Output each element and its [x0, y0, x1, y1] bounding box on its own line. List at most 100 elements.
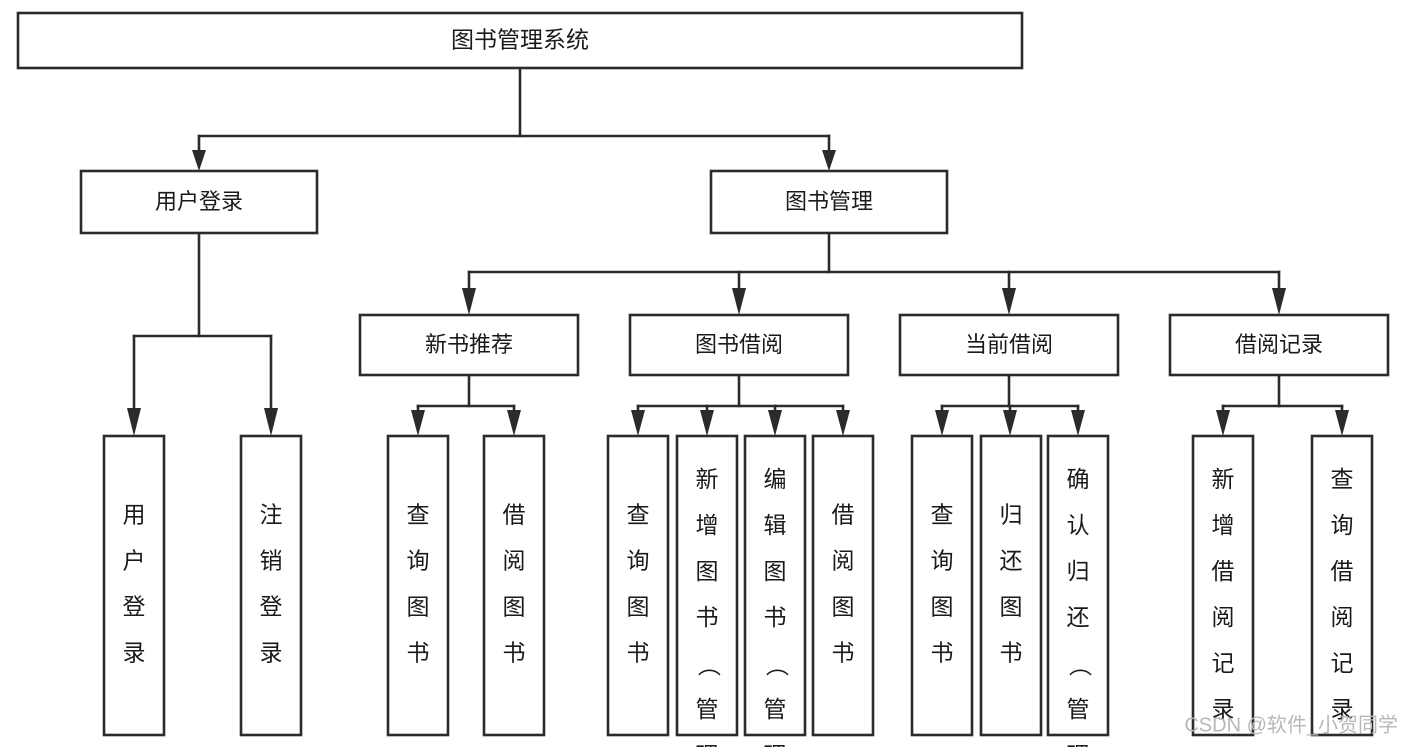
arrow-head-leaf-edit-book	[768, 410, 782, 436]
leaf-node-user-login-0[interactable]: 用户登录	[102, 434, 166, 737]
leaf-node-confirm-return-admin-box[interactable]	[1046, 434, 1110, 737]
arrow-head-borrow-record	[1272, 288, 1286, 315]
node-new-book-recommend-box[interactable]	[358, 313, 580, 377]
leaf-label-char: （	[696, 654, 722, 677]
leaf-label-char: 录	[1212, 696, 1235, 722]
leaf-label-char: 书	[407, 640, 430, 666]
leaf-label-char: 阅	[503, 548, 526, 574]
node-new-book-recommend[interactable]: 新书推荐	[358, 313, 580, 377]
leaf-label-char: 新	[1212, 466, 1235, 492]
node-book-borrow-box[interactable]	[628, 313, 850, 377]
leaf-node-borrow-book-box[interactable]	[482, 434, 546, 737]
leaf-node-query-book-box[interactable]	[386, 434, 450, 737]
leaf-label-char: 借	[1331, 558, 1354, 584]
node-borrow-record[interactable]: 借阅记录	[1168, 313, 1390, 377]
leaf-label-char: 查	[627, 502, 650, 528]
leaf-node-add-book-admin-box[interactable]	[675, 434, 739, 737]
leaf-node-query-book-box[interactable]	[910, 434, 974, 737]
arrow-head-leaf-query-book-1	[411, 410, 425, 436]
node-user-login[interactable]: 用户登录	[79, 169, 319, 235]
leaf-label-char: 录	[260, 640, 283, 666]
leaf-label-char: 户	[123, 548, 146, 574]
leaf-node-return-book-box[interactable]	[979, 434, 1043, 737]
leaf-label-char: 理	[1067, 742, 1090, 747]
arrow-head-leaf-borrow-book-1	[507, 410, 521, 436]
leaf-label-char: （	[764, 654, 790, 677]
leaf-label-char: 阅	[832, 548, 855, 574]
leaf-label-char: 询	[627, 548, 650, 574]
arrow-head-leaf-query-book-2	[631, 410, 645, 436]
node-label-user-login: 用户登录	[155, 189, 243, 214]
leaf-label-char: 注	[260, 502, 283, 528]
csdn-watermark: CSDN @软件_小贺同学	[1184, 713, 1398, 736]
leaf-label-char: 图	[627, 594, 650, 620]
node-book-borrow[interactable]: 图书借阅	[628, 313, 850, 377]
arrow-head-borrow-book	[732, 288, 746, 315]
leaf-node-add-borrow-record-box[interactable]	[1191, 434, 1255, 737]
node-library-management-system[interactable]: 图书管理系统	[16, 11, 1024, 70]
leaf-label-char: 认	[1067, 512, 1090, 538]
leaf-label-char: 理	[764, 742, 787, 747]
node-borrow-record-box[interactable]	[1168, 313, 1390, 377]
node-book-management[interactable]: 图书管理	[709, 169, 949, 235]
arrow-head-leaf-add-book	[700, 410, 714, 436]
leaf-label-char: 图	[764, 558, 787, 584]
arrow-head-leaf-query-book-3	[935, 410, 949, 436]
leaf-label-char: 还	[1067, 604, 1090, 630]
leaf-label-char: 书	[503, 640, 526, 666]
node-current-borrow-box[interactable]	[898, 313, 1120, 377]
arrow-head-leaf-user-login	[127, 408, 141, 436]
arrow-head-leaf-confirm-return	[1071, 410, 1085, 436]
leaf-label-user-login: 用户登录	[123, 502, 146, 666]
leaf-label-char: 阅	[1212, 604, 1235, 630]
node-current-borrow[interactable]: 当前借阅	[898, 313, 1120, 377]
leaf-label-char: 图	[407, 594, 430, 620]
leaf-node-query-book-box[interactable]	[606, 434, 670, 737]
arrow-head-new-book	[462, 288, 476, 315]
node-label-library-management-system: 图书管理系统	[451, 27, 589, 53]
leaf-label-char: 书	[1000, 640, 1023, 666]
arrow-head-leaf-return-book	[1003, 410, 1017, 436]
leaf-node-edit-book-admin-box[interactable]	[743, 434, 807, 737]
leaf-label-char: 管	[764, 696, 787, 722]
leaf-label-char: 还	[1000, 548, 1023, 574]
leaf-node-query-borrow-record-box[interactable]	[1310, 434, 1374, 737]
leaf-node-logout-box[interactable]	[239, 434, 303, 737]
leaf-label-char: 录	[1331, 696, 1354, 722]
leaf-node-borrow-book-box[interactable]	[811, 434, 875, 737]
node-label-borrow-record: 借阅记录	[1235, 332, 1323, 357]
leaf-label-char: 图	[1000, 594, 1023, 620]
leaf-label-char: （	[1067, 654, 1093, 677]
node-library-management-system-box[interactable]	[16, 11, 1024, 70]
node-layer: 图书管理系统用户登录图书管理新书推荐图书借阅当前借阅借阅记录用户登录注销登录查询…	[16, 11, 1390, 747]
leaf-label-char: 查	[931, 502, 954, 528]
leaf-label-char: 询	[931, 548, 954, 574]
arrow-head-current-borrow	[1002, 288, 1016, 315]
leaf-label-char: 书	[764, 604, 787, 630]
leaf-node-user-login-box[interactable]	[102, 434, 166, 737]
node-user-login-box[interactable]	[79, 169, 319, 235]
node-book-management-box[interactable]	[709, 169, 949, 235]
leaf-label-char: 录	[123, 640, 146, 666]
leaf-label-char: 确	[1067, 466, 1090, 492]
node-label-book-management: 图书管理	[785, 189, 873, 214]
